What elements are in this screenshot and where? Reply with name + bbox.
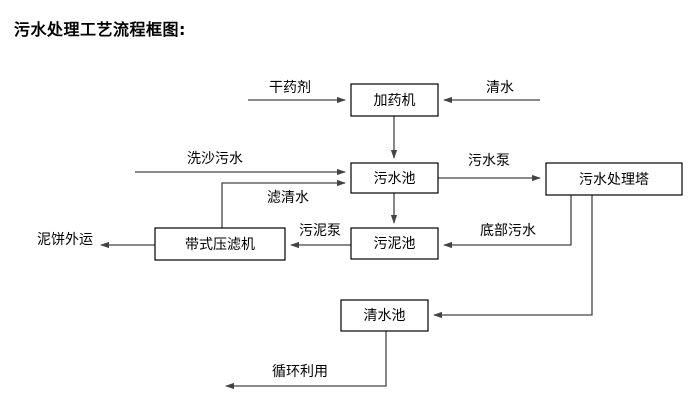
node-box-sludge-pool [350, 227, 439, 260]
node-wastewater-pool[interactable]: 污水池 [350, 162, 439, 194]
edge-label-bottom-sewage: 底部污水 [480, 223, 536, 239]
edge-wastewater-pump: 污水泵 [438, 153, 541, 182]
edge-label-dry-chemical: 干药剂 [269, 80, 311, 96]
node-box-wastewater-pool [350, 162, 439, 194]
node-label-dosing-machine: 加药机 [374, 93, 416, 109]
recycle-arrow [225, 331, 387, 390]
node-dosing-machine[interactable]: 加药机 [350, 83, 439, 117]
edge-mud-cake-out: 泥饼外运 [37, 232, 155, 249]
edge-tower-to-clean-water [433, 195, 593, 319]
node-box-clean-water-pool [340, 299, 429, 332]
edge-label-wastewater-pump: 污水泵 [468, 153, 510, 169]
node-box-belt-filter-press [154, 227, 286, 261]
edge-label-clean-water: 清水 [486, 80, 514, 96]
edge-clean-water-in: 清水 [443, 80, 540, 104]
node-treatment-tower[interactable]: 污水处理塔 [545, 162, 683, 196]
edge-label-sludge-pump: 污泥泵 [299, 223, 341, 239]
node-label-clean-water-pool: 清水池 [364, 308, 406, 324]
edge-filtrate-return: 滤清水 [221, 179, 346, 228]
edge-label-mud-cake: 泥饼外运 [37, 232, 93, 248]
node-label-sludge-pool: 污泥池 [374, 236, 416, 252]
edge-bottom-sewage: 底部污水 [443, 195, 572, 249]
edge-dry-chemical-in: 干药剂 [248, 80, 346, 104]
node-label-belt-filter-press: 带式压滤机 [185, 237, 255, 253]
edge-sand-wash-in: 洗沙污水 [135, 151, 346, 176]
node-sludge-pool[interactable]: 污泥池 [350, 227, 439, 260]
edge-recycle-out: 循环利用 [225, 331, 387, 390]
edge-label-recycle: 循环利用 [272, 364, 328, 380]
filtrate-return-arrow [221, 179, 346, 228]
bottom-sewage-arrow [443, 195, 572, 249]
node-belt-filter-press[interactable]: 带式压滤机 [154, 227, 286, 261]
page-title: 污水处理工艺流程框图: [14, 20, 186, 39]
edge-label-filtrate: 滤清水 [267, 190, 309, 206]
node-label-treatment-tower: 污水处理塔 [579, 172, 649, 188]
edge-sludge-pump: 污泥泵 [290, 223, 351, 249]
node-label-wastewater-pool: 污水池 [374, 171, 416, 187]
tower-to-clean-arrow [433, 195, 593, 319]
edge-label-sand-wash: 洗沙污水 [187, 151, 243, 167]
node-box-dosing-machine [350, 83, 439, 117]
node-clean-water-pool[interactable]: 清水池 [340, 299, 429, 332]
node-box-treatment-tower [545, 162, 683, 196]
